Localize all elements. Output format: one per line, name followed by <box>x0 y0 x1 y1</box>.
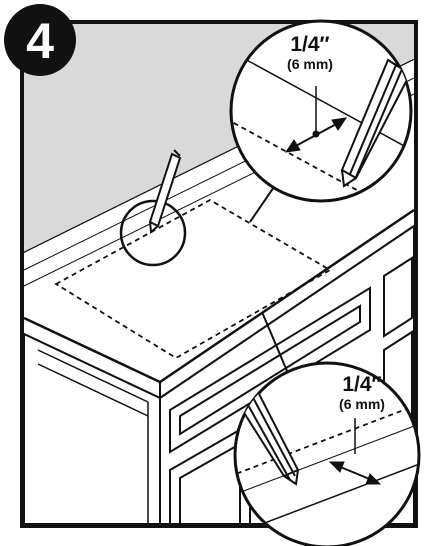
measurement-label-top: 1/4″ (6 mm) <box>270 33 350 73</box>
leader-bottom <box>261 311 291 379</box>
cabinet-drawer <box>169 286 371 454</box>
pencil-icon <box>148 149 182 235</box>
cabinet-doors <box>169 256 413 525</box>
cabinet-side-panels <box>37 349 149 524</box>
measurement-metric-bottom: (6 mm) <box>339 396 385 412</box>
magnifier-callout-top <box>229 19 413 203</box>
magnifier-callout-bottom <box>233 361 421 546</box>
step-number: 4 <box>26 13 54 69</box>
measurement-label-bottom: 1/4″ (6 mm) <box>322 373 402 413</box>
step-number-badge: 4 <box>4 4 76 76</box>
measurement-fraction-bottom: 1/4″ <box>342 373 382 396</box>
measurement-metric-top: (6 mm) <box>287 56 333 72</box>
measurement-fraction-top: 1/4″ <box>290 33 330 56</box>
leader-top <box>249 183 277 223</box>
pencil-marking-circle <box>119 199 187 267</box>
